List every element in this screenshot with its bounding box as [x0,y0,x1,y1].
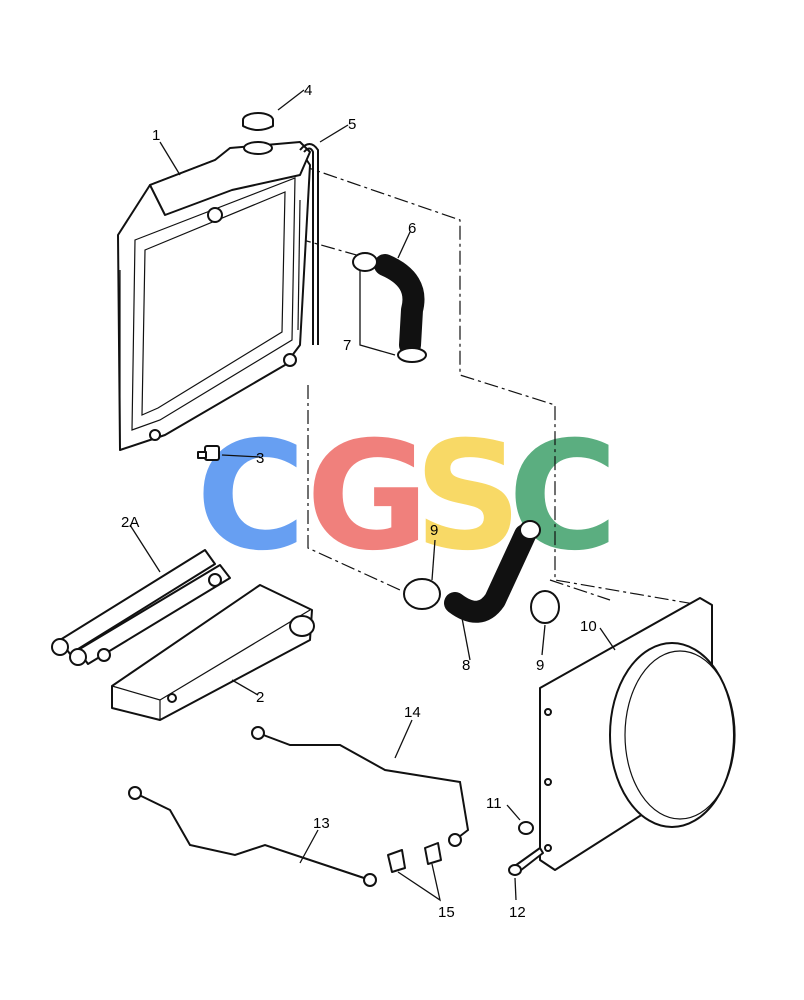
lower-hose [444,520,541,623]
hose-clamps [352,252,427,363]
hose-clamps-lower [403,578,560,624]
fittings [387,842,442,873]
callout-15: 15 [438,904,455,921]
callout-10: 10 [580,618,597,635]
callout-1: 1 [152,127,160,144]
radiator-cap [242,112,274,131]
callout-4: 4 [304,82,312,99]
callout-14: 14 [404,704,421,721]
leader-lines [129,89,616,902]
fan-shroud [539,597,736,871]
callout-3: 3 [256,450,264,467]
bolt [508,847,544,876]
watermark-letter-c1: C [196,410,306,584]
nut [518,821,534,835]
callout-2: 2 [256,689,264,706]
callout-9b: 9 [536,657,544,674]
callout-8: 8 [462,657,470,674]
callout-13: 13 [313,815,330,832]
cooler-tubes [51,549,231,666]
cooler-lines [128,726,470,887]
callout-labels: 1 2 2A 3 4 5 6 7 8 9 9 10 11 12 13 14 15 [121,82,597,921]
callout-12: 12 [509,904,526,921]
upper-hose [374,254,425,356]
watermark-letter-g: G [306,410,429,584]
oil-cooler [111,584,315,721]
radiator [117,141,311,451]
callout-9a: 9 [430,522,438,539]
callout-11: 11 [486,795,502,812]
callout-5: 5 [348,116,356,133]
callout-2a: 2A [121,514,139,531]
callout-6: 6 [408,220,416,237]
drain-cock [197,445,220,461]
overflow-tube [299,143,319,345]
callout-7: 7 [343,337,351,354]
